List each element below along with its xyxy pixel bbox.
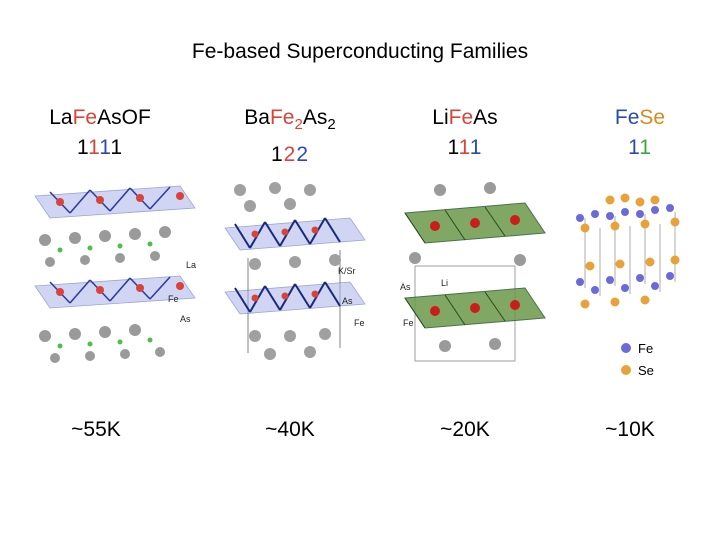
- la-atoms: [50, 347, 165, 363]
- ba-atoms: [234, 182, 316, 212]
- se-atoms: [580, 193, 680, 233]
- code-11: 11: [550, 135, 720, 161]
- atom-label-fe: Fe: [403, 318, 414, 328]
- code-digit: 1: [628, 136, 640, 159]
- crystal-structure-bafe2as2: K/Sr As Fe: [224, 182, 366, 360]
- code-122: 122: [200, 142, 380, 168]
- code-digit: 1: [469, 136, 483, 159]
- ba-atoms: [249, 254, 341, 270]
- code-digit: 1: [270, 143, 284, 167]
- fe-atoms: [251, 226, 319, 238]
- fe-atoms: [56, 192, 184, 206]
- atom-label-fe: Fe: [168, 294, 179, 304]
- family-111: LiFeAs 111: [375, 105, 555, 161]
- formula-sub: 2: [327, 116, 336, 134]
- fe-atoms: [56, 282, 184, 296]
- atom-label-as: As: [400, 282, 411, 292]
- code-digit: 1: [639, 136, 652, 159]
- code-digit: 2: [283, 143, 297, 167]
- fe-atoms: [251, 290, 319, 302]
- feas-layer: [224, 217, 366, 251]
- fe-atoms: [430, 215, 520, 231]
- formula-part-as: As: [473, 106, 498, 129]
- atom-label-as: As: [342, 296, 353, 306]
- li-atoms: [439, 338, 501, 352]
- o-atoms: [57, 337, 153, 349]
- li-atoms: [409, 252, 526, 266]
- atom-label-la: La: [186, 260, 196, 270]
- bonds: [584, 212, 676, 296]
- tc-122: ~40K: [265, 418, 315, 441]
- formula-part-se: Se: [639, 106, 666, 129]
- la-atoms: [45, 251, 160, 267]
- family-122: BaFe2As2 122: [200, 105, 380, 168]
- la-atoms: [39, 226, 171, 246]
- formula-lifeas: LiFeAs: [375, 105, 555, 131]
- formula-bafe2as2: BaFe2As2: [200, 105, 380, 138]
- fe-atoms: [430, 300, 520, 316]
- fe-atoms: [576, 204, 674, 222]
- code-digit: 1: [458, 136, 470, 159]
- formula-part-as: As: [302, 106, 328, 129]
- formula-fese: FeSe: [550, 105, 720, 131]
- crystal-structure-lifeas: As Li Fe: [400, 182, 546, 362]
- bonds: [404, 291, 506, 329]
- code-digit: 1: [99, 136, 111, 159]
- atom-label-ksr: K/Sr: [338, 266, 356, 276]
- code-digit: 2: [296, 143, 310, 167]
- bonds: [404, 206, 506, 244]
- formula-part-li: Li: [432, 106, 449, 129]
- code-1111: 1111: [10, 135, 190, 161]
- code-111: 111: [375, 135, 555, 161]
- family-11: FeSe 11: [550, 105, 720, 161]
- formula-part-la: La: [49, 106, 73, 129]
- slide-title: Fe-based Superconducting Families: [191, 40, 529, 63]
- crystal-structure-lafeasof: La Fe As: [34, 185, 196, 363]
- fe-atoms: [576, 272, 674, 294]
- atom-label-as: As: [180, 314, 191, 324]
- atom-label-li: Li: [441, 278, 448, 288]
- o-atoms: [57, 241, 153, 253]
- formula-part-fe: Fe: [614, 106, 640, 129]
- se-atoms: [580, 255, 680, 309]
- li-atoms: [434, 182, 496, 196]
- tc-111: ~20K: [440, 418, 490, 441]
- ba-atoms: [249, 328, 331, 360]
- code-digit: 1: [88, 136, 100, 159]
- formula-part-ba: Ba: [244, 106, 270, 129]
- crystal-structure-fese: Fe Se: [576, 193, 680, 378]
- family-1111: LaFeAsOF 1111: [10, 105, 190, 161]
- code-digit: 1: [76, 136, 89, 159]
- formula-part-as: As: [97, 106, 122, 129]
- formula-part-fe: Fe: [269, 106, 295, 129]
- la-atoms: [39, 324, 141, 342]
- formula-sub: 2: [294, 116, 303, 134]
- legend-se-label: Se: [638, 363, 654, 378]
- legend-se-swatch: [621, 365, 631, 375]
- formula-part-of: OF: [121, 106, 151, 129]
- tc-1111: ~55K: [71, 418, 121, 441]
- code-digit: 1: [110, 136, 124, 159]
- formula-part-fe: Fe: [448, 106, 474, 129]
- legend-fe-label: Fe: [638, 341, 653, 356]
- atom-label-fe: Fe: [354, 318, 365, 328]
- formula-part-fe: Fe: [72, 106, 98, 129]
- legend-fe-swatch: [621, 343, 631, 353]
- tc-11: ~10K: [605, 418, 655, 441]
- formula-lafeasof: LaFeAsOF: [10, 105, 190, 131]
- code-digit: 1: [447, 136, 459, 159]
